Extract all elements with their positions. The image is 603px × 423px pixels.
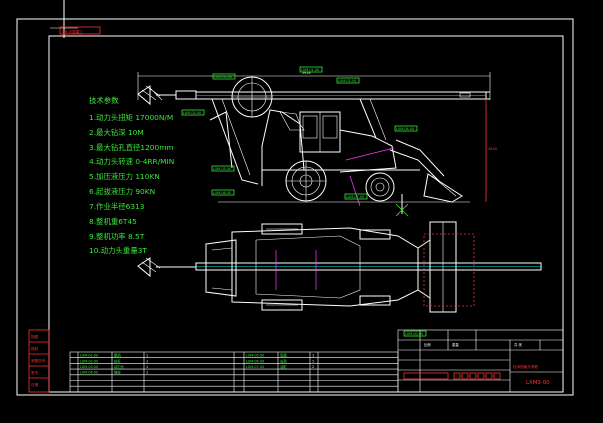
- front-wheel: [365, 172, 395, 202]
- callout-1: LXM-00-00: [214, 75, 232, 79]
- title-tag: GB-中国重工: [59, 26, 101, 35]
- parts-table: LXM-01-00 整机 LXM-02-00 钻杆 LXM-03-00 动力头 …: [69, 351, 399, 393]
- spec-line-1: 1.动力头扭矩 17000N/M: [89, 113, 173, 122]
- part-qty-6: 1: [312, 359, 314, 363]
- part-qty-5: 1: [312, 354, 314, 358]
- part-name-2: 钻杆: [114, 358, 121, 363]
- part-code-5: LXM-05-00: [246, 354, 264, 358]
- spec-line-2: 2.最大钻深 10M: [89, 128, 144, 137]
- overall-dimension: 5954: [302, 71, 311, 75]
- callout-2: LXM-01-00: [301, 68, 319, 72]
- loader-bucket: [423, 173, 463, 203]
- inner-frame: [48, 35, 564, 393]
- part-code-1: LXM-01-00: [80, 354, 98, 358]
- spec-heading: 技术参数: [89, 96, 119, 105]
- part-name-6: 支架: [280, 358, 287, 363]
- side-view-machine: 5954: [137, 66, 498, 217]
- stamp-label-4: 签字: [31, 370, 39, 375]
- spec-line-8: 8.整机重6T45: [89, 217, 137, 226]
- part-name-3: 动力头: [114, 364, 125, 369]
- part-name-4: 链轮: [114, 370, 121, 375]
- callout-3: LXM-02-00: [338, 79, 356, 83]
- part-name-1: 整机: [114, 353, 121, 358]
- weight-label: 重量: [452, 342, 459, 347]
- stamp-label-2: 描校: [31, 346, 39, 351]
- auger-bit-icon: [137, 85, 151, 106]
- part-code-3: LXM-03-00: [80, 365, 98, 369]
- stamp-label-1: 描图: [31, 334, 39, 339]
- part-code-2: LXM-02-00: [80, 359, 98, 363]
- outer-frame: [16, 18, 574, 396]
- company-name: 技术规格与参数: [513, 364, 539, 369]
- plan-view-machine: [137, 221, 542, 313]
- side-stamp-column: 描图 描校 底图总号 签字 日期: [28, 329, 50, 393]
- callout-8: LXM-07-00: [346, 195, 364, 199]
- plan-auger-bit-icon: [137, 257, 151, 278]
- scale-label: 比例: [424, 342, 431, 347]
- stamp-label-3: 底图总号: [31, 358, 46, 363]
- part-qty-3: 1: [146, 365, 148, 369]
- part-qty-1: 1: [146, 354, 148, 358]
- spec-line-9: 9.整机功率 8.5T: [89, 232, 145, 241]
- spec-line-3: 3.最大钻孔直径1200mm: [89, 143, 174, 152]
- part-name-5: 底盘: [280, 353, 287, 358]
- callout-6: LXM-05-00: [213, 167, 231, 171]
- spec-line-5: 5.加压液压力 110KN: [89, 172, 160, 181]
- spec-list: 技术参数 1.动力头扭矩 17000N/M 2.最大钻深 10M 3.最大钻孔直…: [89, 96, 174, 255]
- spec-line-4: 4.动力头转速 0-4RR/MIN: [89, 157, 174, 166]
- part-name-7: 油缸: [280, 364, 287, 369]
- sheet-label: 共 张: [514, 342, 522, 347]
- drawing-number: LXM3-00: [526, 380, 550, 386]
- part-qty-4: 1: [146, 371, 148, 375]
- callout-5: LXM-04-00: [396, 127, 414, 131]
- title-tag-text: GB-中国重工: [62, 29, 83, 34]
- spec-line-7: 7.作业半径6313: [89, 202, 145, 211]
- part-qty-2: 1: [146, 359, 148, 363]
- part-code-6: LXM-06-00: [246, 359, 264, 363]
- callout-4: LXM-03-00: [183, 111, 201, 115]
- part-code-7: LXM-07-00: [246, 365, 264, 369]
- part-code-4: LXM-04-00: [80, 371, 98, 375]
- title-block-code: LXM-00-00: [405, 332, 423, 336]
- height-dimension: 3800: [488, 147, 498, 151]
- ground-marker-icon: [395, 203, 409, 217]
- stamp-label-5: 日期: [31, 382, 39, 387]
- title-block: LXM-00-00 比例 重量 共 张 技术规格与参数 LXM3-00: [397, 329, 564, 393]
- part-qty-7: 2: [312, 365, 314, 369]
- callout-7: LXM-06-00: [213, 191, 231, 195]
- spec-line-6: 6.起拔液压力 90KN: [89, 187, 155, 196]
- spec-line-10: 10.动力头重量3T: [89, 246, 147, 255]
